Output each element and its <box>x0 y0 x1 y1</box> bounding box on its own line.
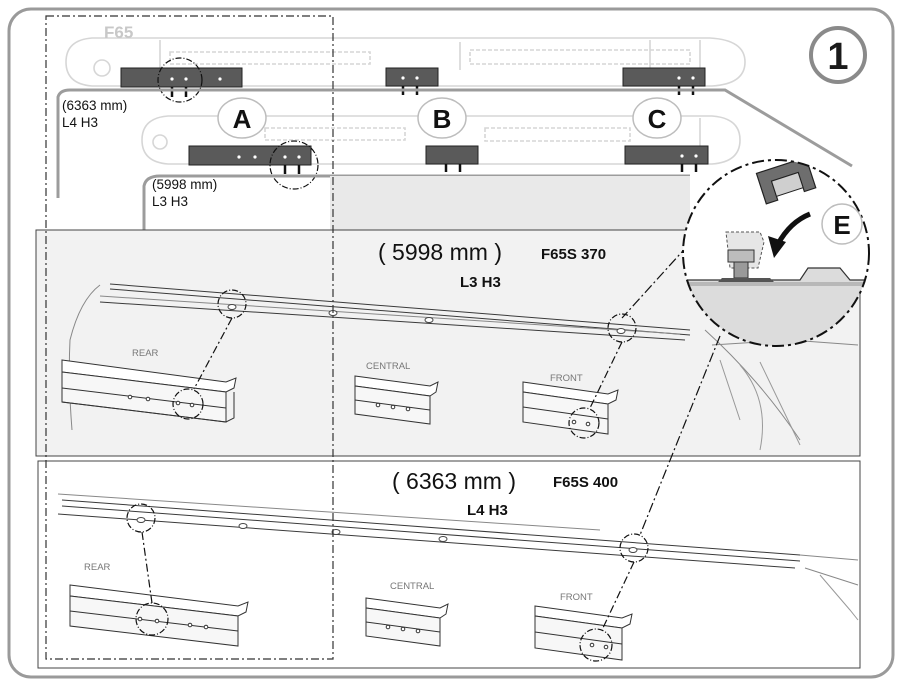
panel-400-rail-central <box>365 597 449 647</box>
panel-370-size: L3 H3 <box>460 274 501 291</box>
panel-400-connector-front <box>601 561 635 631</box>
callout-b: B <box>417 97 467 139</box>
callout-a: A <box>217 97 267 139</box>
detail-letter-e: E <box>833 210 850 240</box>
panel-370-model: F65S 370 <box>541 246 606 263</box>
panel-370-connector-rear <box>193 317 233 390</box>
step-number: 1 <box>827 36 848 78</box>
panel-400-model: F65S 400 <box>553 474 618 491</box>
panel-400-holes <box>136 517 638 553</box>
panel-370-rail-circle-front <box>568 407 600 439</box>
callout-letter-b: B <box>433 104 452 134</box>
panel-370-roof-circle-rear <box>217 289 247 319</box>
panel-400-label-rear: REAR <box>84 562 111 573</box>
panel-400-size: L4 H3 <box>467 502 508 519</box>
top-bracket-central <box>385 67 439 95</box>
callout-letter-a: A <box>233 104 252 134</box>
step-badge: 1 <box>809 26 867 84</box>
panel-370-rail-front <box>522 381 619 435</box>
panel-370-length: ( 5998 mm ) <box>378 239 502 265</box>
top-size-code: L4 H3 <box>62 115 98 130</box>
panel-370-label-front: FRONT <box>550 373 583 384</box>
middle-bracket-front <box>624 145 709 172</box>
rear-section-marker <box>45 15 334 660</box>
callout-letter-c: C <box>648 104 667 134</box>
model-label: F65 <box>104 23 133 42</box>
top-vehicle-leader <box>56 88 853 198</box>
middle-length-label: (5998 mm) <box>152 177 217 192</box>
middle-bracket-central <box>425 145 479 172</box>
panel-370-rail-central <box>354 375 439 425</box>
panel-400-rail-circle-front <box>579 628 613 662</box>
middle-size-code: L3 H3 <box>152 194 188 209</box>
detail-e: E <box>682 159 870 347</box>
panel-400-roof-circle-front <box>619 533 649 563</box>
panel-400-connector-rear <box>141 531 153 604</box>
panel-370-connector-front <box>589 341 623 409</box>
top-bracket-front <box>622 67 706 95</box>
middle-detail-circle <box>269 140 319 190</box>
panel-400-length: ( 6363 mm ) <box>392 468 516 494</box>
panel-370-rail-rear <box>61 359 237 423</box>
callout-c: C <box>632 97 682 139</box>
panel-400-roof <box>57 493 859 621</box>
panel-400-roof-circle-rear <box>126 503 156 533</box>
panel-370-roof-circle-front <box>607 313 637 343</box>
panel-400-label-front: FRONT <box>560 592 593 603</box>
top-detail-circle <box>157 57 203 103</box>
panel-400-rail-rear <box>69 584 249 647</box>
panel-400-label-central: CENTRAL <box>390 581 434 592</box>
panel-370-label-rear: REAR <box>132 348 159 359</box>
top-bracket-rear <box>120 67 243 97</box>
panel-400-rail-front <box>534 605 633 661</box>
middle-bracket-rear <box>188 145 312 174</box>
middle-vehicle-outline <box>141 115 741 165</box>
leader-band <box>330 176 690 230</box>
panel-370-label-central: CENTRAL <box>366 361 410 372</box>
panel-370-rail-circle-rear <box>172 388 204 420</box>
top-length-label: (6363 mm) <box>62 98 127 113</box>
middle-vehicle-leader <box>142 174 690 236</box>
